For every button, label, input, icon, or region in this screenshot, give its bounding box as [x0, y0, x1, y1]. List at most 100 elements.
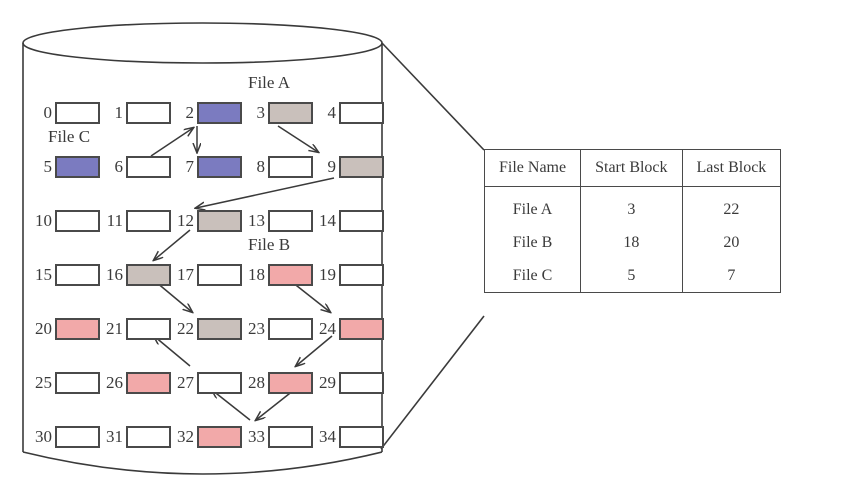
connector-top: [381, 42, 485, 151]
arrow-5-to-2: [150, 128, 193, 157]
col-header-start-block: Start Block: [580, 149, 683, 187]
block-number-1: 1: [114, 103, 124, 122]
block-number-8: 8: [256, 157, 266, 176]
block-number-32: 32: [177, 427, 194, 446]
table-header-row: File Name Start Block Last Block: [483, 149, 782, 187]
block-number-5: 5: [43, 157, 53, 176]
block-number-24: 24: [319, 319, 336, 338]
block-number-22: 22: [177, 319, 194, 338]
block-number-0: 0: [43, 103, 53, 122]
disk-block-22[interactable]: [197, 318, 242, 340]
block-number-9: 9: [327, 157, 337, 176]
disk-block-24[interactable]: [339, 318, 384, 340]
disk-block-9[interactable]: [339, 156, 384, 178]
block-number-28: 28: [248, 373, 265, 392]
disk-block-31[interactable]: [126, 426, 171, 448]
disk-block-17[interactable]: [197, 264, 242, 286]
col-header-file-name: File Name: [483, 149, 582, 187]
block-number-27: 27: [177, 373, 194, 392]
block-number-17: 17: [177, 265, 194, 284]
arrow-12-to-16: [154, 229, 191, 260]
arrow-28-to-32: [256, 389, 295, 420]
disk-block-4[interactable]: [339, 102, 384, 124]
block-number-2: 2: [185, 103, 195, 122]
disk-block-13[interactable]: [268, 210, 313, 232]
cylinder-bottom-arc: [22, 451, 383, 475]
arrow-9-to-12: [196, 177, 335, 208]
block-number-23: 23: [248, 319, 265, 338]
disk-block-26[interactable]: [126, 372, 171, 394]
disk-block-20[interactable]: [55, 318, 100, 340]
disk-block-6[interactable]: [126, 156, 171, 178]
block-number-4: 4: [327, 103, 337, 122]
disk-block-34[interactable]: [339, 426, 384, 448]
disk-block-14[interactable]: [339, 210, 384, 232]
block-number-16: 16: [106, 265, 123, 284]
block-number-14: 14: [319, 211, 336, 230]
block-number-15: 15: [35, 265, 52, 284]
block-number-34: 34: [319, 427, 336, 446]
cell-file-name: File C: [483, 259, 582, 293]
block-number-7: 7: [185, 157, 195, 176]
connector-bottom: [380, 315, 485, 450]
block-number-6: 6: [114, 157, 124, 176]
disk-block-19[interactable]: [339, 264, 384, 286]
block-number-33: 33: [248, 427, 265, 446]
cell-file-name: File B: [483, 226, 582, 259]
disk-block-33[interactable]: [268, 426, 313, 448]
block-number-11: 11: [106, 211, 123, 230]
disk-block-23[interactable]: [268, 318, 313, 340]
disk-block-16[interactable]: [126, 264, 171, 286]
block-number-21: 21: [106, 319, 123, 338]
block-number-25: 25: [35, 373, 52, 392]
disk-block-11[interactable]: [126, 210, 171, 232]
disk-block-1[interactable]: [126, 102, 171, 124]
disk-block-27[interactable]: [197, 372, 242, 394]
cell-start-block: 3: [580, 186, 683, 226]
arrow-3-to-9: [277, 125, 318, 152]
block-number-19: 19: [319, 265, 336, 284]
cell-start-block: 5: [580, 259, 683, 293]
arrow-18-to-24: [291, 281, 330, 312]
disk-block-12[interactable]: [197, 210, 242, 232]
disk-block-5[interactable]: [55, 156, 100, 178]
disk-block-10[interactable]: [55, 210, 100, 232]
disk-block-18[interactable]: [268, 264, 313, 286]
cell-last-block: 22: [681, 186, 782, 226]
disk-block-25[interactable]: [55, 372, 100, 394]
cell-file-name: File A: [483, 186, 582, 226]
block-number-31: 31: [106, 427, 123, 446]
block-number-13: 13: [248, 211, 265, 230]
block-number-20: 20: [35, 319, 52, 338]
disk-block-3[interactable]: [268, 102, 313, 124]
file-label-file-c: File C: [48, 127, 91, 146]
disk-block-0[interactable]: [55, 102, 100, 124]
block-number-26: 26: [106, 373, 123, 392]
block-number-12: 12: [177, 211, 194, 230]
disk-block-32[interactable]: [197, 426, 242, 448]
disk-block-30[interactable]: [55, 426, 100, 448]
disk-block-28[interactable]: [268, 372, 313, 394]
disk-block-2[interactable]: [197, 102, 242, 124]
block-number-18: 18: [248, 265, 265, 284]
arrow-26-to-20: [154, 336, 191, 367]
cell-last-block: 20: [681, 226, 782, 259]
arrow-16-to-22: [155, 281, 192, 312]
cylinder-top-ellipse: [22, 22, 383, 64]
disk-block-29[interactable]: [339, 372, 384, 394]
block-number-30: 30: [35, 427, 52, 446]
block-number-3: 3: [256, 103, 266, 122]
disk-block-15[interactable]: [55, 264, 100, 286]
block-number-10: 10: [35, 211, 52, 230]
disk-block-8[interactable]: [268, 156, 313, 178]
file-label-file-b: File B: [248, 235, 291, 254]
disk-block-21[interactable]: [126, 318, 171, 340]
block-number-29: 29: [319, 373, 336, 392]
disk-block-7[interactable]: [197, 156, 242, 178]
